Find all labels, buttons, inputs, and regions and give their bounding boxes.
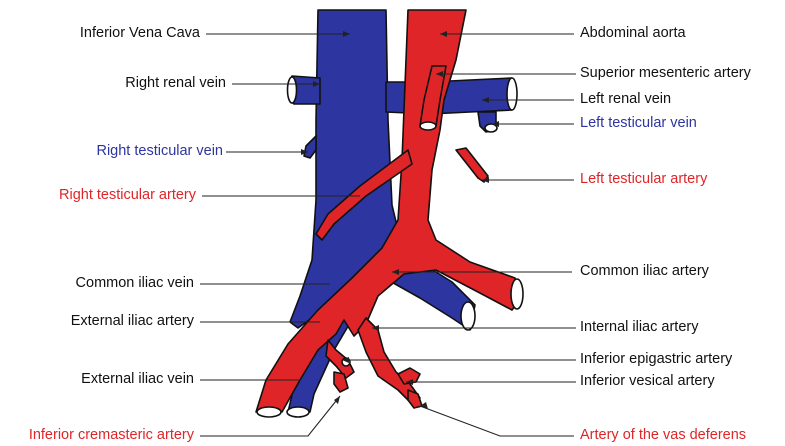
right-testicular-vein xyxy=(303,135,317,159)
superior-mesenteric-artery-end xyxy=(419,121,437,131)
right-testicular-artery xyxy=(315,149,413,241)
label-inferior-cremasteric-artery: Inferior cremasteric artery xyxy=(28,427,194,443)
right-renal-vein-end xyxy=(286,76,298,104)
inferior-cremasteric-artery xyxy=(333,371,349,393)
leader-inferior-cremasteric-artery xyxy=(200,395,341,437)
artery-of-vas-deferens xyxy=(407,389,423,409)
arrowhead-left-testicular-vein xyxy=(492,121,499,127)
left-renal-vein-end xyxy=(506,77,518,111)
arrowhead-aorta xyxy=(440,31,447,37)
common-iliac-artery-end xyxy=(510,278,524,310)
label-left-testicular-vein: Left testicular vein xyxy=(580,115,697,131)
label-left-renal-vein: Left renal vein xyxy=(580,91,672,107)
external-iliac-vein-end xyxy=(286,406,310,418)
arrowhead-left-renal-vein xyxy=(482,97,489,103)
inferior-vesical-artery xyxy=(397,367,421,385)
label-right-testicular-artery: Right testicular artery xyxy=(59,187,196,203)
arrowhead-right-testicular-vein xyxy=(301,149,308,155)
leader-arrowheads xyxy=(301,31,499,409)
label-inferior-epigastric-artery: Inferior epigastric artery xyxy=(580,351,733,367)
label-inferior-vesical-artery: Inferior vesical artery xyxy=(580,373,715,389)
arrowhead-internal-iliac-artery xyxy=(372,325,379,331)
arrowhead-sma xyxy=(436,71,443,77)
label-external-iliac-vein: External iliac vein xyxy=(81,371,194,387)
label-abdominal-aorta: Abdominal aorta xyxy=(580,25,686,41)
label-artery-of-the-vas-deferens: Artery of the vas deferens xyxy=(580,427,747,443)
label-common-iliac-artery: Common iliac artery xyxy=(580,263,709,279)
label-right-testicular-vein: Right testicular vein xyxy=(96,143,223,159)
arrowhead-common-iliac-artery xyxy=(392,269,399,275)
label-left-testicular-artery: Left testicular artery xyxy=(580,171,708,187)
arrowhead-inferior-epigastric-artery xyxy=(342,357,349,363)
arrowhead-right-renal-vein xyxy=(313,81,320,87)
arrowhead-ivc xyxy=(343,31,350,37)
leader-artery-of-vas-deferens xyxy=(419,405,574,437)
common-iliac-vein-left-end xyxy=(460,301,476,331)
left-testicular-artery xyxy=(455,147,489,183)
label-right-renal-vein: Right renal vein xyxy=(125,75,226,91)
label-superior-mesenteric-artery: Superior mesenteric artery xyxy=(580,65,751,81)
label-common-iliac-vein: Common iliac vein xyxy=(75,275,194,291)
leader-lines xyxy=(200,33,576,437)
label-internal-iliac-artery: Internal iliac artery xyxy=(580,319,699,335)
left-testicular-vein-end xyxy=(484,123,498,133)
arrowhead-cremasteric xyxy=(334,396,340,404)
arrowhead-left-testicular-artery xyxy=(482,177,489,183)
label-inferior-vena-cava: Inferior Vena Cava xyxy=(79,25,200,41)
inferior-epigastric-artery xyxy=(325,339,355,379)
arrowhead-vas-deferens xyxy=(420,402,428,409)
arrowhead-inferior-vesical-artery xyxy=(406,379,413,385)
external-iliac-artery-end xyxy=(256,406,282,418)
label-external-iliac-artery: External iliac artery xyxy=(70,313,194,329)
